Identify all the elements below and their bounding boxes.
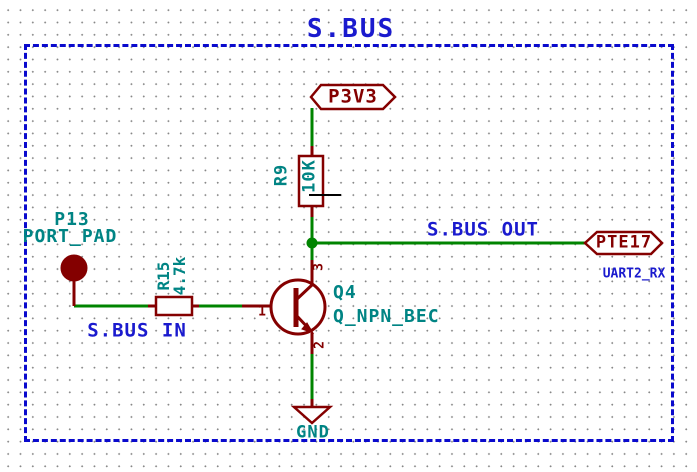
transistor-emitter-arrow	[301, 322, 315, 334]
r15-value-label[interactable]: 4.7k	[170, 256, 189, 296]
resistor-r15-body[interactable]	[154, 295, 194, 317]
p13-value-label[interactable]: PORT_PAD	[22, 226, 118, 247]
net-label-sbus-out[interactable]: S.BUS OUT	[427, 218, 539, 241]
resistor-r9-body[interactable]	[297, 154, 325, 208]
net-label-sbus-in[interactable]: S.BUS IN	[87, 319, 187, 342]
port-uart2-rx-label[interactable]: UART2_RX	[602, 266, 666, 282]
port-pte17-label[interactable]: PTE17	[595, 232, 653, 253]
q4-pin2-number: 2	[312, 341, 328, 349]
q4-value-label[interactable]: Q_NPN_BEC	[333, 306, 440, 327]
sheet-outline[interactable]	[24, 44, 674, 442]
component-pins	[72, 146, 314, 407]
wire-junction-dot	[306, 237, 318, 249]
power-flag-p3v3[interactable]	[309, 83, 397, 111]
gnd-symbol-triangle[interactable]	[290, 405, 334, 425]
q4-pin1-number: 1	[258, 304, 266, 320]
sheet-title[interactable]: S.BUS	[306, 14, 396, 44]
gnd-label[interactable]: GND	[296, 422, 330, 443]
port-pad-p13[interactable]	[60, 254, 88, 282]
transistor-q4-symbol[interactable]	[269, 278, 327, 336]
port-flag-pte17[interactable]	[583, 230, 664, 256]
p13-ref-label[interactable]: P13	[54, 209, 90, 230]
q4-ref-label[interactable]: Q4	[333, 282, 357, 303]
r9-value-label[interactable]: 10K	[299, 159, 320, 193]
transistor-collector-line	[294, 282, 315, 302]
wire-net[interactable]	[74, 108, 586, 399]
r9-ref-label[interactable]: R9	[271, 163, 292, 187]
q4-pin3-number: 3	[311, 263, 327, 271]
power-flag-p3v3-label[interactable]: P3V3	[328, 85, 378, 108]
